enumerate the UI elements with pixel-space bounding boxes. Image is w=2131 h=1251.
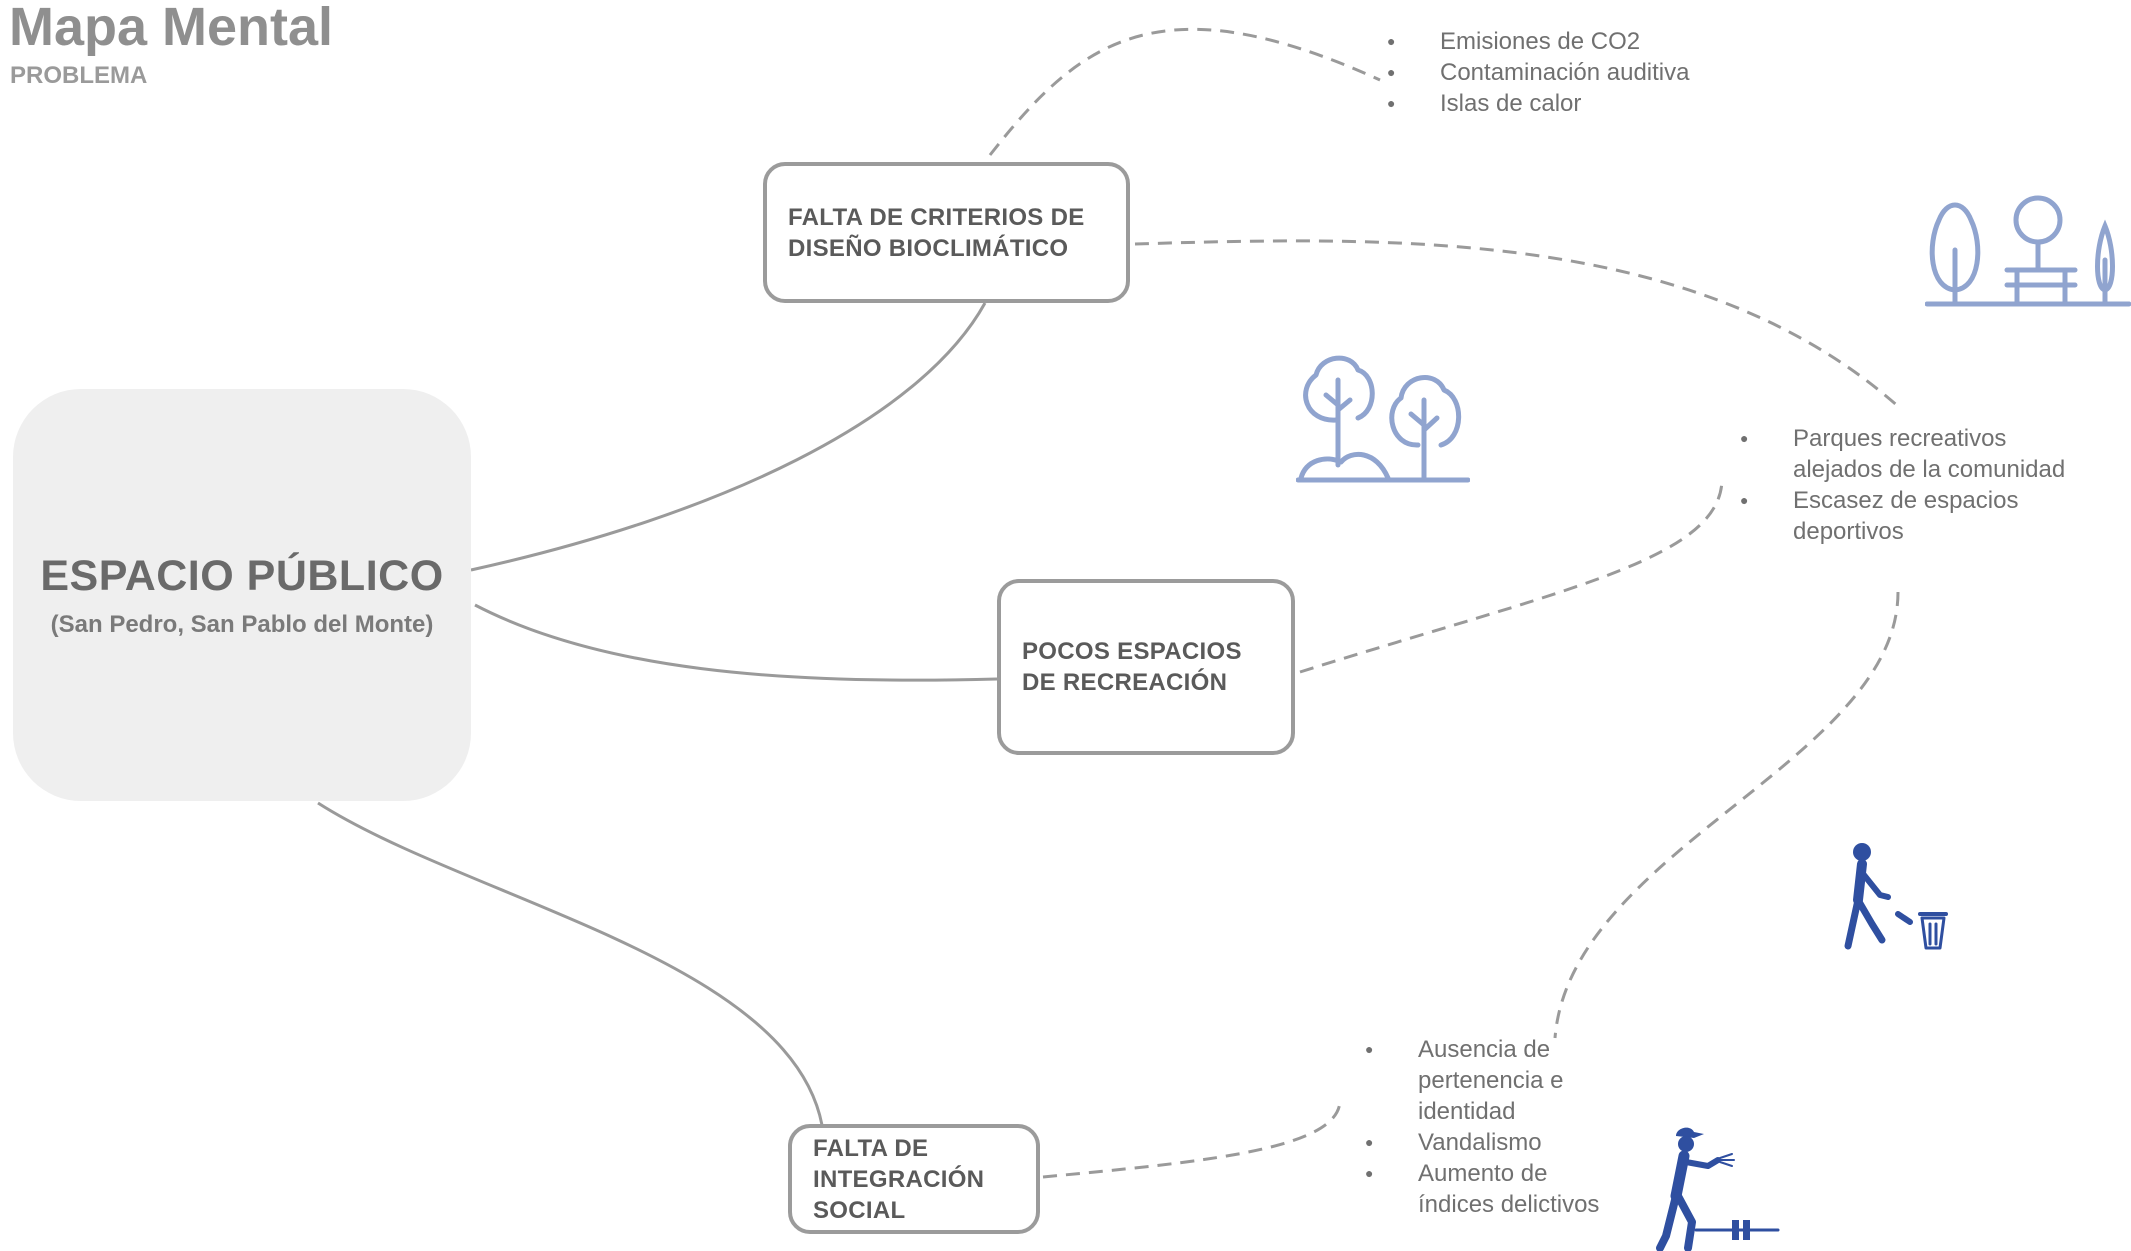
central-topic-subtitle: (San Pedro, San Pablo del Monte)	[50, 610, 434, 638]
bullets-bioclimatic: Emisiones de CO2 Contaminación auditiva …	[1387, 26, 1689, 119]
list-item: Emisiones de CO2	[1387, 26, 1689, 57]
page-subtitle: PROBLEMA	[10, 62, 148, 89]
node-recreation-label: POCOS ESPACIOS DE RECREACIÓN	[1022, 638, 1242, 696]
dashed-social-to-bullets	[1042, 1099, 1342, 1179]
dashed-recreation-bullets-to-social-bullets	[1553, 591, 1900, 1039]
person-littering-icon	[1844, 843, 1948, 950]
list-item: Ausencia de pertenencia e identidad	[1365, 1034, 1599, 1127]
connector-central-to-social	[317, 801, 824, 1126]
vandal-graffiti-icon	[1656, 1127, 1780, 1251]
list-item: Aumento de índices delictivos	[1365, 1158, 1599, 1220]
connector-central-to-bioclimatic	[470, 302, 987, 572]
node-social-label: FALTA DE INTEGRACIÓN SOCIAL	[813, 1134, 985, 1224]
list-item: Vandalismo	[1365, 1127, 1599, 1158]
park-trees-bench-icon	[1925, 195, 2131, 307]
list-item: Escasez de espacios deportivos	[1740, 485, 2065, 547]
connector-central-to-recreation	[474, 603, 998, 682]
page-title: Mapa Mental	[9, 0, 334, 57]
list-item: Contaminación auditiva	[1387, 57, 1689, 88]
node-bioclimatic-label: FALTA DE CRITERIOS DE DISEÑO BIOCLIMÁTIC…	[788, 203, 1085, 262]
dashed-bioclimatic-to-recreation-bullets	[1134, 239, 1901, 410]
bullets-social: Ausencia de pertenencia e identidad Vand…	[1365, 1034, 1599, 1220]
dashed-bioclimatic-to-top-bullets	[988, 27, 1381, 156]
bullets-recreation: Parques recreativos alejados de la comun…	[1740, 423, 2065, 547]
two-trees-icon	[1296, 355, 1470, 483]
node-recreation: POCOS ESPACIOS DE RECREACIÓN	[997, 579, 1295, 755]
central-topic-title: ESPACIO PÚBLICO	[40, 551, 444, 600]
node-bioclimatic: FALTA DE CRITERIOS DE DISEÑO BIOCLIMÁTIC…	[763, 162, 1130, 303]
node-social: FALTA DE INTEGRACIÓN SOCIAL	[788, 1124, 1040, 1234]
central-topic: ESPACIO PÚBLICO (San Pedro, San Pablo de…	[13, 389, 471, 801]
dashed-recreation-to-bullets	[1299, 479, 1724, 674]
list-item: Parques recreativos alejados de la comun…	[1740, 423, 2065, 485]
list-item: Islas de calor	[1387, 88, 1689, 119]
